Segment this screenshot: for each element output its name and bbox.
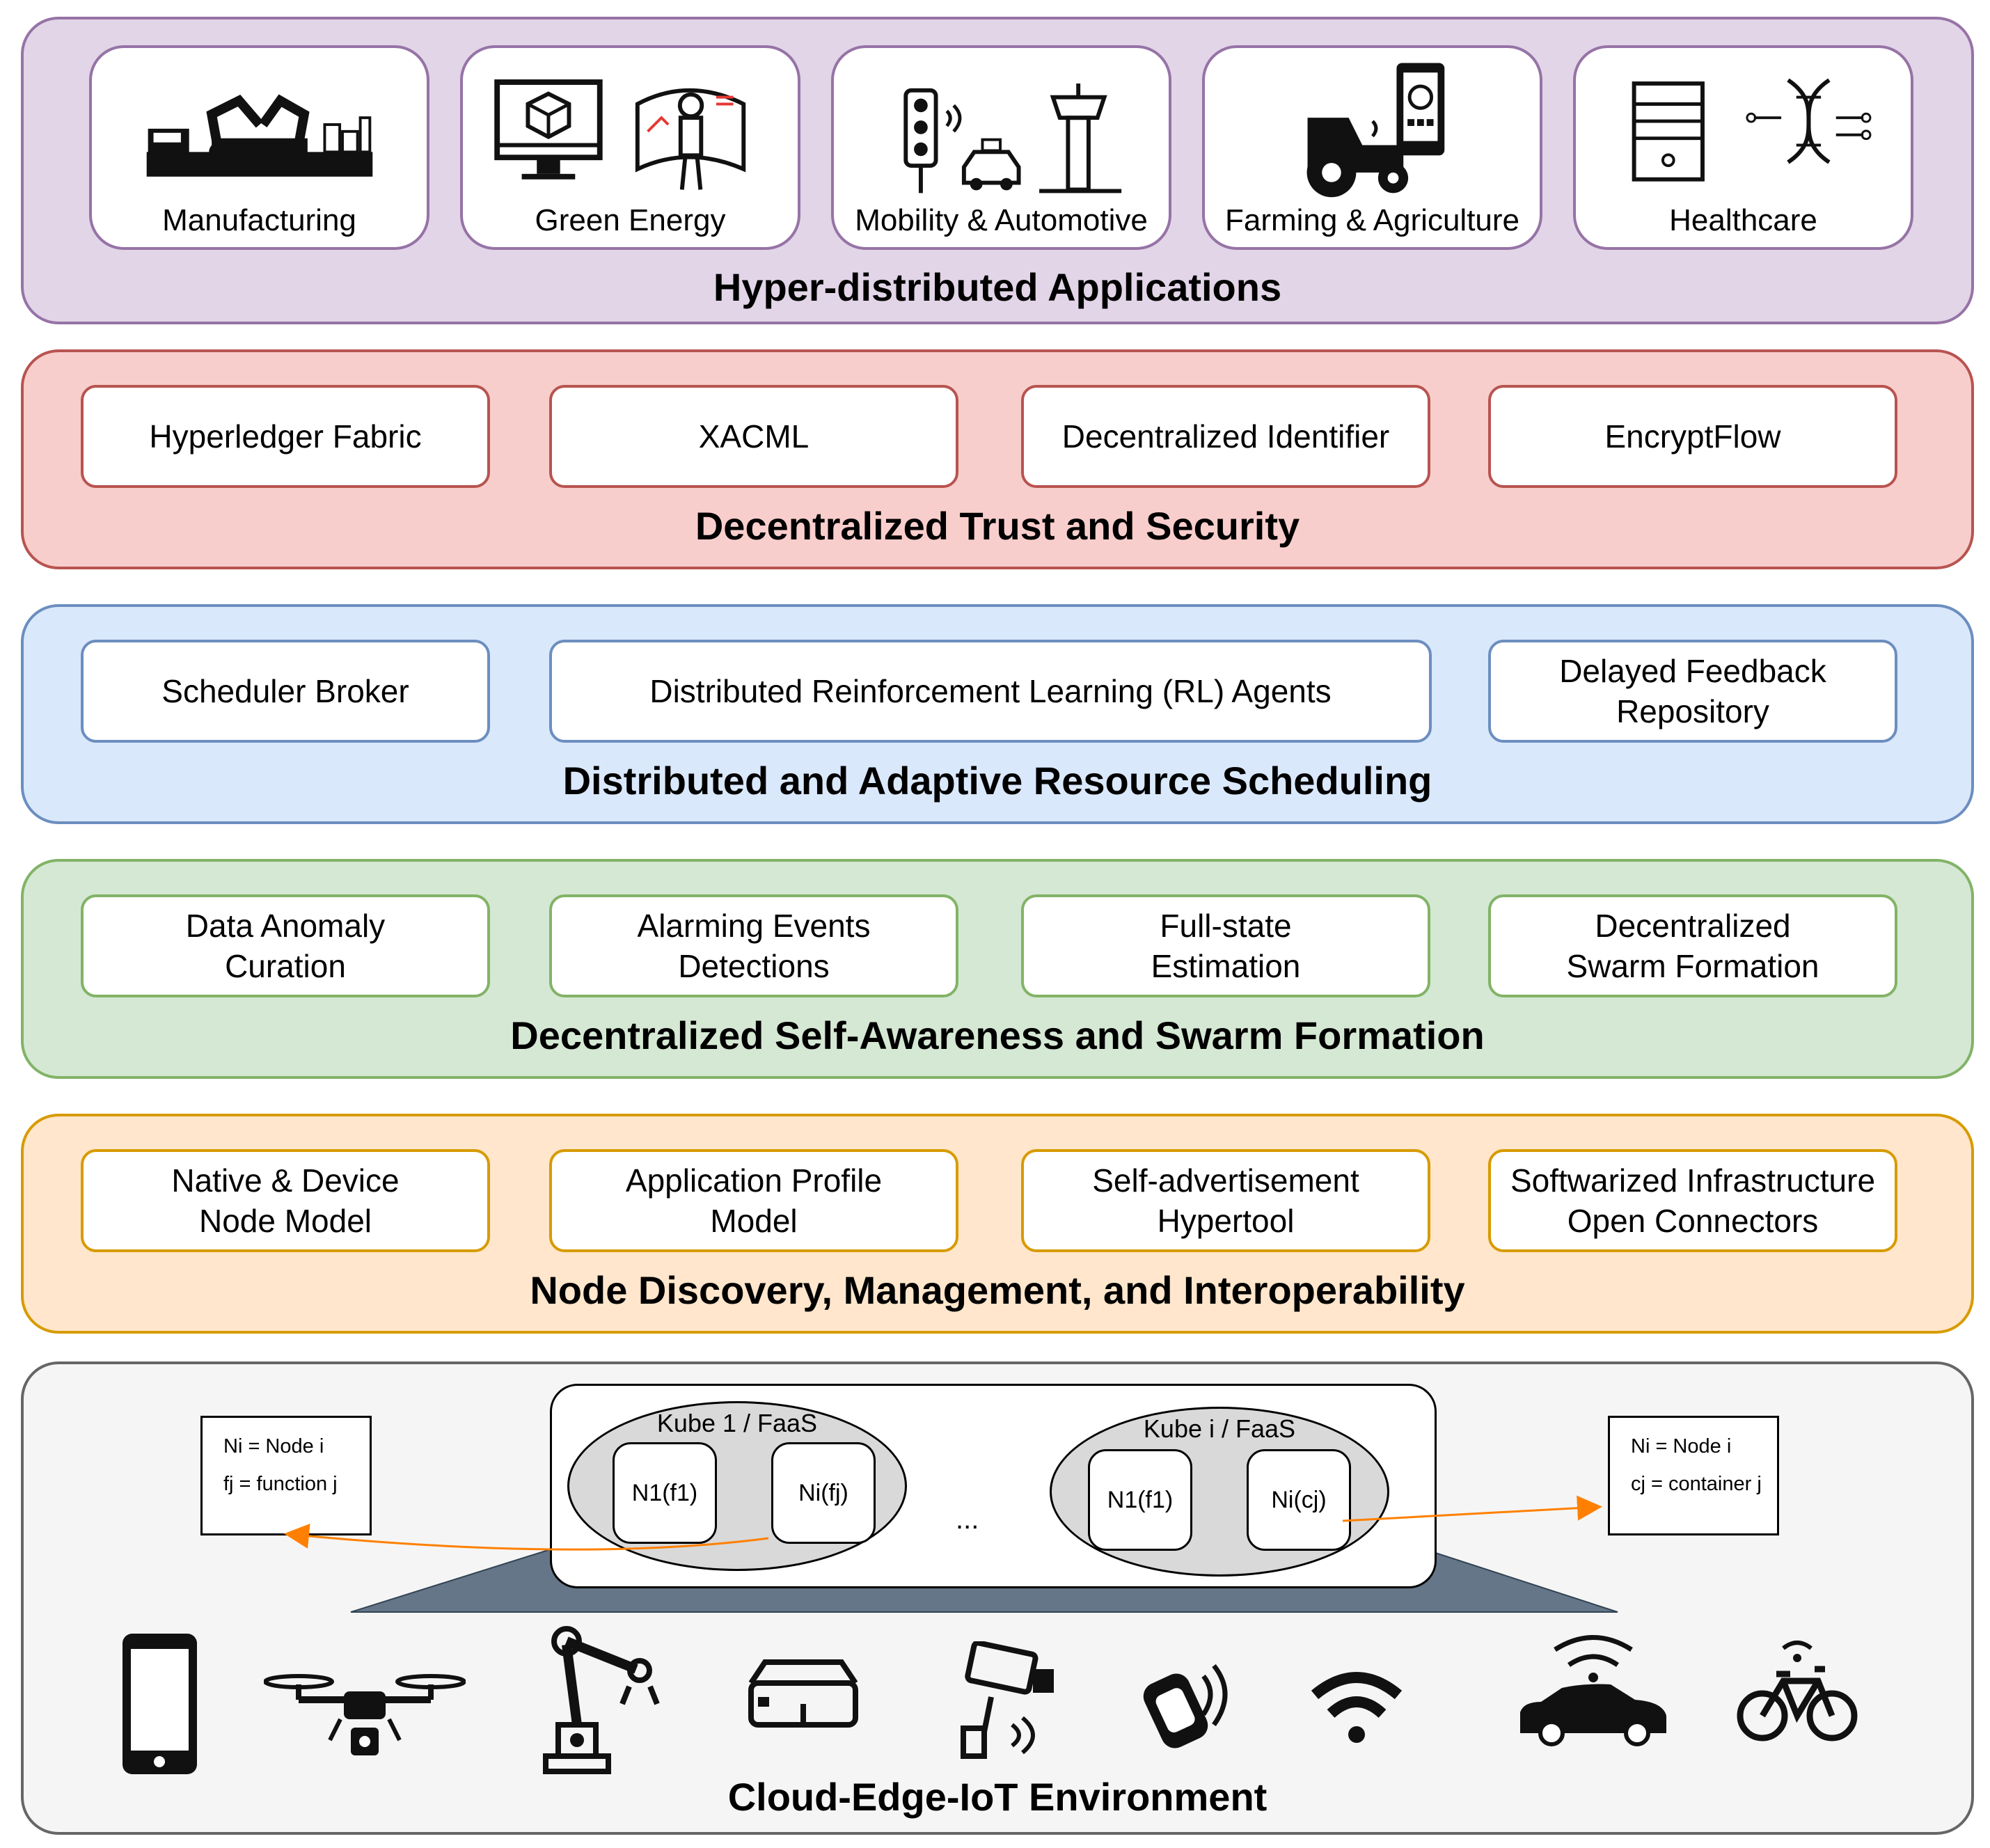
layer-resource-scheduling: Scheduler Broker Distributed Reinforceme… — [21, 604, 1974, 824]
layer-title: Cloud-Edge-IoT Environment — [727, 1775, 1268, 1819]
cluster-label: Kube 1 / FaaS — [656, 1409, 818, 1437]
component-alarming-events-detections: Alarming Events Detections — [549, 894, 958, 997]
wifi-icon — [1311, 1672, 1402, 1743]
component-self-advertisement-hypertool: Self-advertisement Hypertool — [1021, 1149, 1430, 1252]
component-decentralized-swarm-formation: Decentralized Swarm Formation — [1488, 894, 1897, 997]
layer-cloud-edge-iot: Kube 1 / FaaS N1(f1) Ni(fj) ... Kube i /… — [21, 1361, 1974, 1835]
layer-node-discovery: Native & Device Node Model Application P… — [21, 1114, 1974, 1334]
cluster-container: Kube 1 / FaaS N1(f1) Ni(fj) ... Kube i /… — [550, 1384, 1437, 1588]
factory-robot-arms-icon — [146, 94, 373, 177]
layer-title: Hyper-distributed Applications — [713, 265, 1282, 309]
app-label: Farming & Agriculture — [1224, 203, 1520, 237]
app-label: Mobility & Automotive — [855, 203, 1148, 237]
layer-title: Decentralized Self-Awareness and Swarm F… — [510, 1013, 1485, 1057]
component-delayed-feedback-repository: Delayed Feedback Repository — [1488, 640, 1897, 743]
monitor-cube-icon — [494, 79, 603, 180]
layer-trust-security: Hyperledger Fabric XACML Decentralized I… — [21, 349, 1974, 569]
ellipsis: ... — [956, 1504, 979, 1535]
component-encryptflow: EncryptFlow — [1488, 385, 1897, 488]
app-label: Healthcare — [1669, 203, 1817, 237]
layer-title: Decentralized Trust and Security — [695, 504, 1300, 548]
component-full-state-estimation: Full-state Estimation — [1021, 894, 1430, 997]
component-native-device-node-model: Native & Device Node Model — [81, 1149, 490, 1252]
node-n1-f1: N1(f1) — [613, 1442, 717, 1544]
layer-title: Node Discovery, Management, and Interope… — [530, 1268, 1465, 1312]
layer-self-awareness: Data Anomaly Curation Alarming Events De… — [21, 859, 1974, 1079]
tractor-icon — [1306, 118, 1409, 198]
component-hyperledger-fabric: Hyperledger Fabric — [81, 385, 490, 488]
app-manufacturing: Manufacturing — [89, 45, 429, 250]
layer-applications: Manufacturing Green Energy — [21, 17, 1974, 324]
smart-glasses-icon — [748, 1659, 858, 1728]
traffic-light-icon — [903, 88, 962, 194]
app-label: Manufacturing — [162, 203, 356, 237]
node-n1-f1: N1(f1) — [1088, 1449, 1192, 1551]
component-rl-agents: Distributed Reinforcement Learning (RL) … — [549, 640, 1432, 743]
cluster-kube-i: Kube i / FaaS N1(f1) Ni(cj) — [1050, 1407, 1389, 1577]
security-camera-icon — [961, 1641, 1054, 1759]
server-icon — [1632, 81, 1705, 182]
component-decentralized-identifier: Decentralized Identifier — [1021, 385, 1430, 488]
app-healthcare: Healthcare — [1573, 45, 1913, 250]
smartwatch-icon — [1143, 1664, 1228, 1748]
connected-car-icon — [1520, 1635, 1666, 1746]
smartphone-icon — [123, 1634, 197, 1774]
node-ni-fj: Ni(fj) — [771, 1442, 876, 1544]
legend-containers: Ni = Node i cj = container j — [1608, 1416, 1779, 1535]
cluster-label: Kube i / FaaS — [1143, 1414, 1296, 1443]
app-green-energy: Green Energy — [460, 45, 800, 250]
car-icon — [961, 138, 1021, 191]
node-ni-cj: Ni(cj) — [1247, 1449, 1351, 1551]
robot-arm-icon — [543, 1626, 660, 1774]
dna-icon — [1746, 78, 1872, 164]
app-label: Green Energy — [535, 203, 726, 237]
component-xacml: XACML — [549, 385, 958, 488]
control-tower-icon — [1039, 83, 1122, 194]
component-application-profile-model: Application Profile Model — [549, 1149, 958, 1252]
component-softwarized-infrastructure-open-connectors: Softwarized Infrastructure Open Connecto… — [1488, 1149, 1897, 1252]
smartphone-control-icon — [1396, 63, 1445, 156]
mapping-arrows — [284, 1495, 1602, 1551]
component-scheduler-broker: Scheduler Broker — [81, 640, 490, 743]
app-mobility-automotive: Mobility & Automotive — [831, 45, 1171, 250]
connected-bicycle-icon — [1737, 1641, 1858, 1742]
layer-title: Distributed and Adaptive Resource Schedu… — [562, 759, 1432, 803]
app-farming-agriculture: Farming & Agriculture — [1202, 45, 1542, 250]
drone-icon — [264, 1674, 466, 1755]
component-data-anomaly-curation: Data Anomaly Curation — [81, 894, 490, 997]
legend-functions: Ni = Node i fj = function j — [200, 1416, 372, 1535]
